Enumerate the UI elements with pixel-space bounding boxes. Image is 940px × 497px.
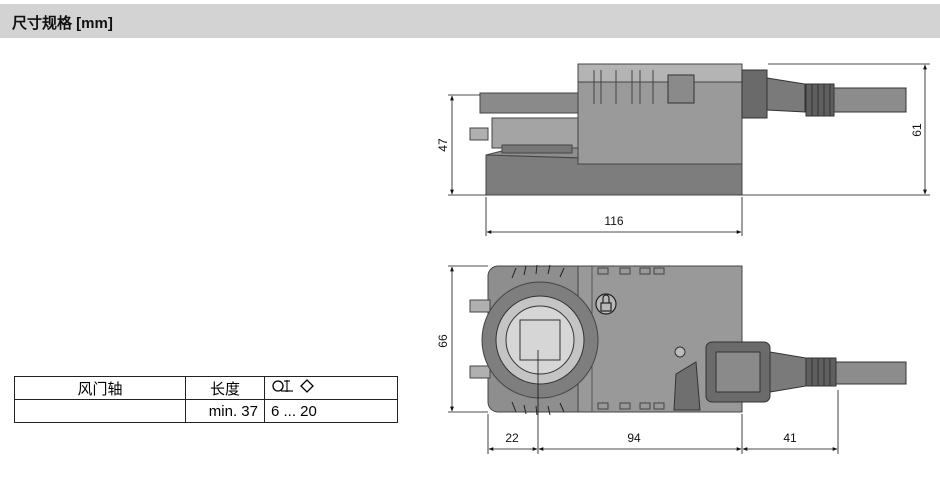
table-row: min. 37 6 ... 20 bbox=[14, 399, 398, 423]
cell-length: min. 37 bbox=[185, 399, 265, 423]
side-view-drawing bbox=[469, 63, 907, 196]
shaft-spec-table: 风门轴 长度 min. 37 6 ... 20 bbox=[14, 376, 398, 423]
cell-shaft-range: 6 ... 20 bbox=[264, 399, 398, 423]
dim-22: 22 bbox=[505, 431, 519, 445]
top-view-dimensions bbox=[448, 265, 839, 454]
dim-height-47: 47 bbox=[436, 138, 450, 152]
lock-icon bbox=[595, 293, 617, 315]
dim-length-116: 116 bbox=[604, 214, 623, 228]
dim-41: 41 bbox=[783, 431, 797, 445]
top-view-drawing bbox=[469, 264, 907, 416]
dim-height-61: 61 bbox=[910, 123, 924, 137]
header-bar: 尺寸规格 [mm] bbox=[0, 4, 940, 38]
cell-damper-shaft bbox=[14, 399, 186, 423]
page-title: 尺寸规格 [mm] bbox=[12, 15, 113, 32]
dim-94: 94 bbox=[627, 431, 641, 445]
dim-width-66: 66 bbox=[436, 334, 450, 348]
side-view-dimensions bbox=[448, 63, 930, 236]
round-square-shaft-icon bbox=[272, 379, 314, 393]
